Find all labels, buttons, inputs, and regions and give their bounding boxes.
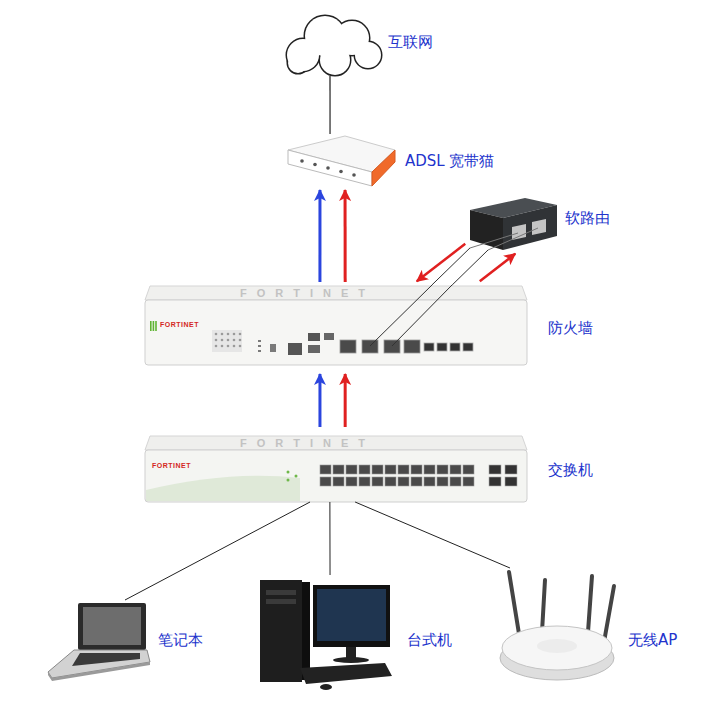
cable-line xyxy=(452,250,488,285)
brand-logo: FORTINET xyxy=(152,462,191,470)
device-label: 交换机 xyxy=(548,461,593,479)
cable-stub xyxy=(470,228,538,250)
cable-line xyxy=(355,502,510,568)
laptop-icon xyxy=(48,603,150,681)
device-label: ADSL 宽带猫 xyxy=(405,152,494,170)
flow-arrow xyxy=(480,254,516,282)
device-label: 笔记本 xyxy=(158,631,203,649)
cable-line xyxy=(329,502,330,575)
device-label: 防火墙 xyxy=(548,319,593,337)
cable-stub xyxy=(370,285,452,346)
switch-device xyxy=(145,436,527,502)
device-node: 互联网 xyxy=(283,12,383,76)
flow-arrow xyxy=(344,374,347,427)
device-label: 互联网 xyxy=(388,33,433,51)
flow-arrow xyxy=(318,190,321,282)
device-label: 无线AP xyxy=(628,631,677,649)
device-node: 无线AP xyxy=(495,568,622,690)
device-node: 台式机 xyxy=(255,575,395,690)
desktop-icon xyxy=(260,580,392,690)
modem-icon xyxy=(288,136,395,186)
cable-line xyxy=(329,76,330,134)
watermark: FORTINET xyxy=(240,437,375,450)
brand-logo: FORTINET xyxy=(160,321,199,329)
cable-line xyxy=(432,248,470,285)
watermark: FORTINET xyxy=(240,287,375,300)
cable-line xyxy=(125,502,310,600)
soft-router-icon xyxy=(470,198,557,250)
device-node: ADSL 宽带猫 xyxy=(283,134,395,187)
device-node: 软路由 xyxy=(470,198,557,250)
device-label: 台式机 xyxy=(407,631,452,649)
device-label: 软路由 xyxy=(565,209,610,227)
firewall-device xyxy=(145,286,527,365)
device-node: 笔记本 xyxy=(48,600,150,680)
wireless-ap-icon xyxy=(500,572,614,680)
flow-arrow xyxy=(344,190,347,282)
cloud-icon xyxy=(287,16,381,75)
flow-arrow xyxy=(318,374,321,427)
